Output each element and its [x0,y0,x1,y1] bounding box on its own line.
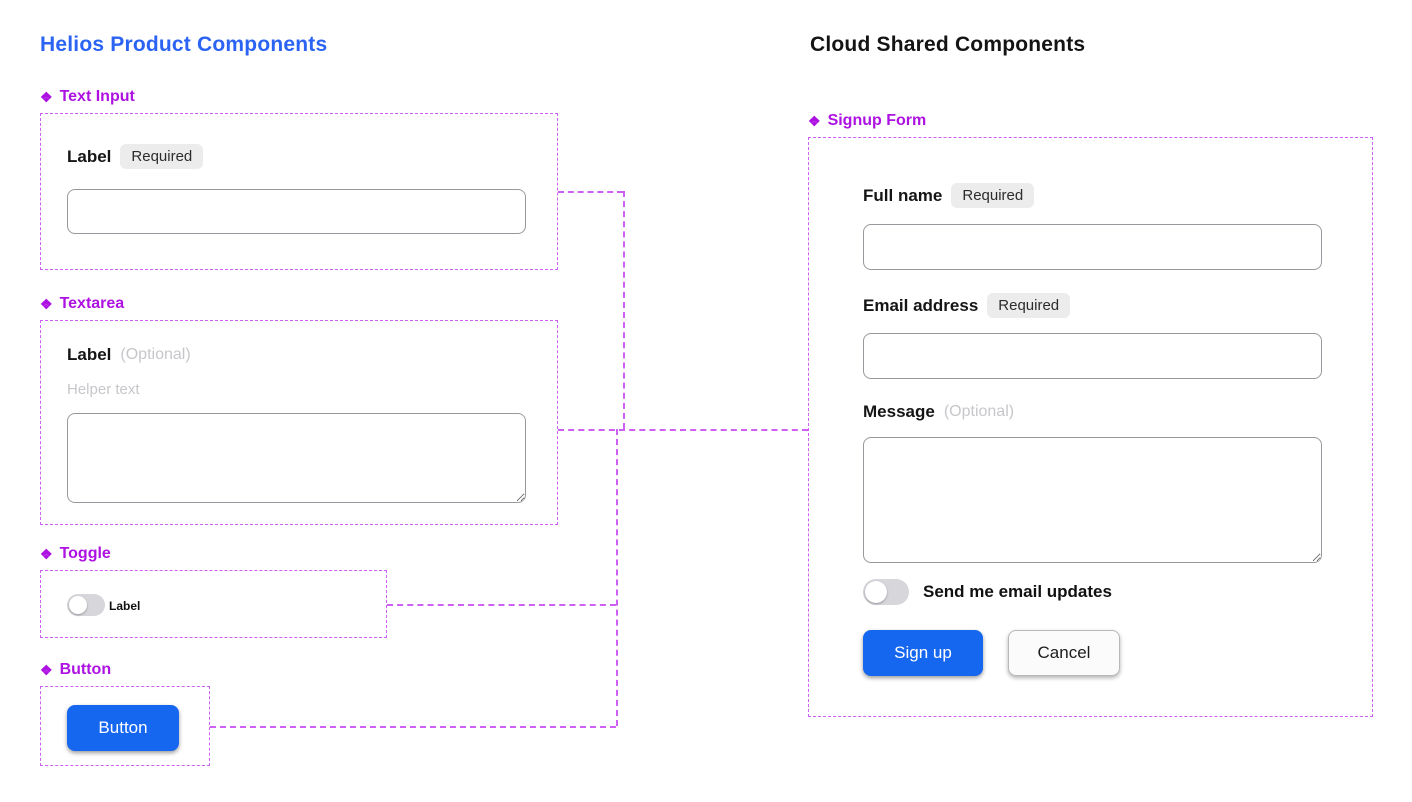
field-label: Label [67,146,112,166]
optional-suffix: (Optional) [943,403,1015,420]
text-input[interactable] [67,189,526,234]
helper-text: Helper text [67,381,140,398]
textarea-label-row: Label (Optional) [67,345,191,365]
section-title-label: Toggle [59,545,111,562]
sign-up-button[interactable]: Sign up [863,630,983,676]
full-name-label-row: Full name Required [863,183,1035,208]
field-label: Full name [863,185,943,205]
component-icon: ❖ [40,546,53,562]
component-icon: ❖ [40,296,53,312]
connector-text-input-h [558,191,623,193]
section-title-text-input: ❖ Text Input [40,88,135,106]
email-input[interactable] [863,333,1322,379]
signup-form-frame: Full name Required Email address Require… [808,137,1373,717]
toggle-switch[interactable] [67,594,105,616]
required-badge: Required [120,144,204,169]
connector-button-h [210,726,616,728]
section-title-signup-form: ❖ Signup Form [808,112,926,130]
email-updates-toggle[interactable] [863,579,909,605]
section-title-label: Signup Form [827,112,927,129]
left-heading: Helios Product Components [40,33,328,56]
field-label: Email address [863,295,979,315]
right-heading: Cloud Shared Components [810,33,1086,56]
required-badge: Required [987,293,1071,318]
section-title-textarea: ❖ Textarea [40,295,124,313]
connector-toggle-h [387,604,616,606]
cancel-button[interactable]: Cancel [1008,630,1120,676]
optional-suffix: (Optional) [120,346,191,363]
text-input-frame: Label Required [40,113,558,270]
component-icon: ❖ [808,113,821,129]
button-component[interactable]: Button [67,705,179,751]
toggle-knob [865,581,887,603]
section-title-button: ❖ Button [40,661,111,679]
message-label-row: Message (Optional) [863,402,1014,422]
section-title-label: Text Input [59,88,135,105]
full-name-input[interactable] [863,224,1322,270]
section-title-toggle: ❖ Toggle [40,545,111,563]
connector-text-input-v [623,191,625,429]
section-title-label: Button [59,661,112,678]
section-title-label: Textarea [59,295,125,312]
text-input-label-row: Label Required [67,144,204,169]
email-updates-label: Send me email updates [923,582,1112,601]
toggle-frame: Label [40,570,387,638]
message-input[interactable] [863,437,1322,563]
component-icon: ❖ [40,89,53,105]
email-label-row: Email address Required [863,293,1071,318]
field-label: Message [863,402,935,421]
connector-lower-v [616,429,618,726]
component-icon: ❖ [40,662,53,678]
toggle-knob [69,596,87,614]
textarea-frame: Label (Optional) Helper text [40,320,558,525]
connector-textarea-to-form [558,429,808,431]
toggle-label: Label [109,599,141,613]
button-frame: Button [40,686,210,766]
required-badge: Required [951,183,1035,208]
field-label: Label [67,345,112,364]
textarea-input[interactable] [67,413,526,503]
